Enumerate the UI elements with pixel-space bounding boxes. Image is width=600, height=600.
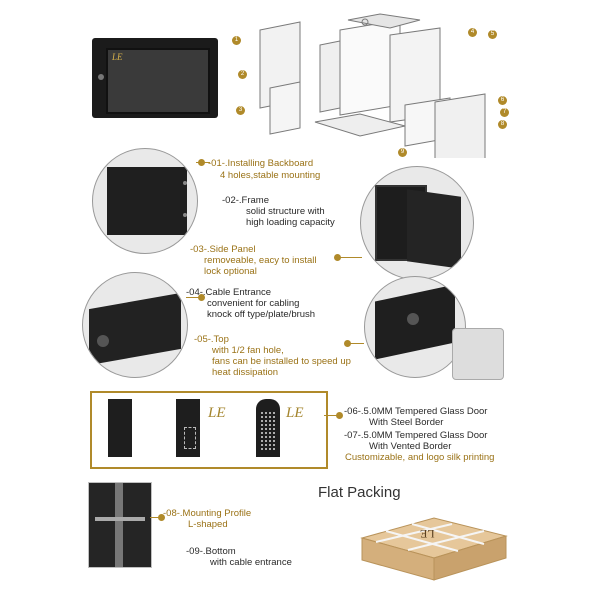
door-samples-box: LE LE (90, 391, 328, 469)
diagram-number-8: 8 (498, 120, 507, 129)
diagram-number-9: 9 (398, 148, 407, 157)
callout-07: -07-.5.0MM Tempered Glass Door (344, 430, 488, 441)
box-logo: LE (420, 527, 435, 541)
exploded-diagram: 1 2 3 4 5 6 7 8 9 (232, 10, 540, 169)
callout-04-line2: convenient for cabling (207, 298, 300, 309)
callout-03: -03-.Side Panel (190, 244, 256, 255)
logo: LE (286, 405, 304, 421)
callout-09: -09-.Bottom (186, 546, 236, 557)
callout-08-line2: L-shaped (188, 519, 228, 530)
callout-02-line2: solid structure with (246, 206, 325, 217)
logo: LE (208, 405, 226, 421)
callout-07-line3: Customizable, and logo silk printing (345, 452, 495, 463)
callout-08: -08-.Mounting Profile (163, 508, 252, 519)
callout-02: -02-.Frame (222, 195, 269, 206)
callout-05-line3: fans can be installed to speed up (212, 356, 351, 367)
diagram-number-7: 7 (500, 108, 509, 117)
flat-packing-box: LE (356, 512, 512, 584)
callout-07-line2: With Vented Border (369, 441, 452, 452)
lock-icon (98, 74, 104, 80)
diagram-number-2: 2 (238, 70, 247, 79)
callout-06-line2: With Steel Border (369, 417, 444, 428)
callout-02-line3: high loading capacity (246, 217, 335, 228)
door-sample-plain (108, 399, 132, 457)
fan-hole-icon (407, 313, 419, 325)
callout-04: -04-.Cable Entrance (186, 287, 272, 298)
diagram-number-1: 1 (232, 36, 241, 45)
logo: LE (112, 52, 123, 62)
detail-backboard-circle (92, 148, 198, 254)
mounting-profile-photo (88, 482, 152, 568)
cabinet-front-photo: LE (92, 38, 218, 118)
callout-05-line2: with 1/2 fan hole, (212, 345, 284, 356)
flat-packing-title: Flat Packing (318, 484, 401, 501)
diagram-number-4: 4 (468, 28, 477, 37)
door-sample-steel-border (176, 399, 200, 457)
diagram-number-3: 3 (236, 106, 245, 115)
detail-cable-entrance-circle (82, 272, 188, 378)
callout-01: -01-.Installing Backboard (208, 158, 314, 169)
callout-03-line3: lock optional (204, 266, 257, 277)
diagram-number-5: 5 (488, 30, 497, 39)
door-sample-vented (256, 399, 280, 457)
detail-side-panel-circle (360, 166, 474, 280)
detail-top-inset (452, 328, 504, 380)
callout-04-line3: knock off type/plate/brush (207, 309, 316, 320)
detail-top-circle (364, 276, 466, 378)
diagram-number-6: 6 (498, 96, 507, 105)
callout-01-line2: 4 holes,stable mounting (220, 170, 321, 181)
callout-09-line2: with cable entrance (210, 557, 292, 568)
callout-03-line2: removeable, eacy to install (204, 255, 317, 266)
callout-06: -06-.5.0MM Tempered Glass Door (344, 406, 488, 417)
callout-05: -05-.Top (194, 334, 229, 345)
callout-05-line4: heat dissipation (212, 367, 279, 378)
